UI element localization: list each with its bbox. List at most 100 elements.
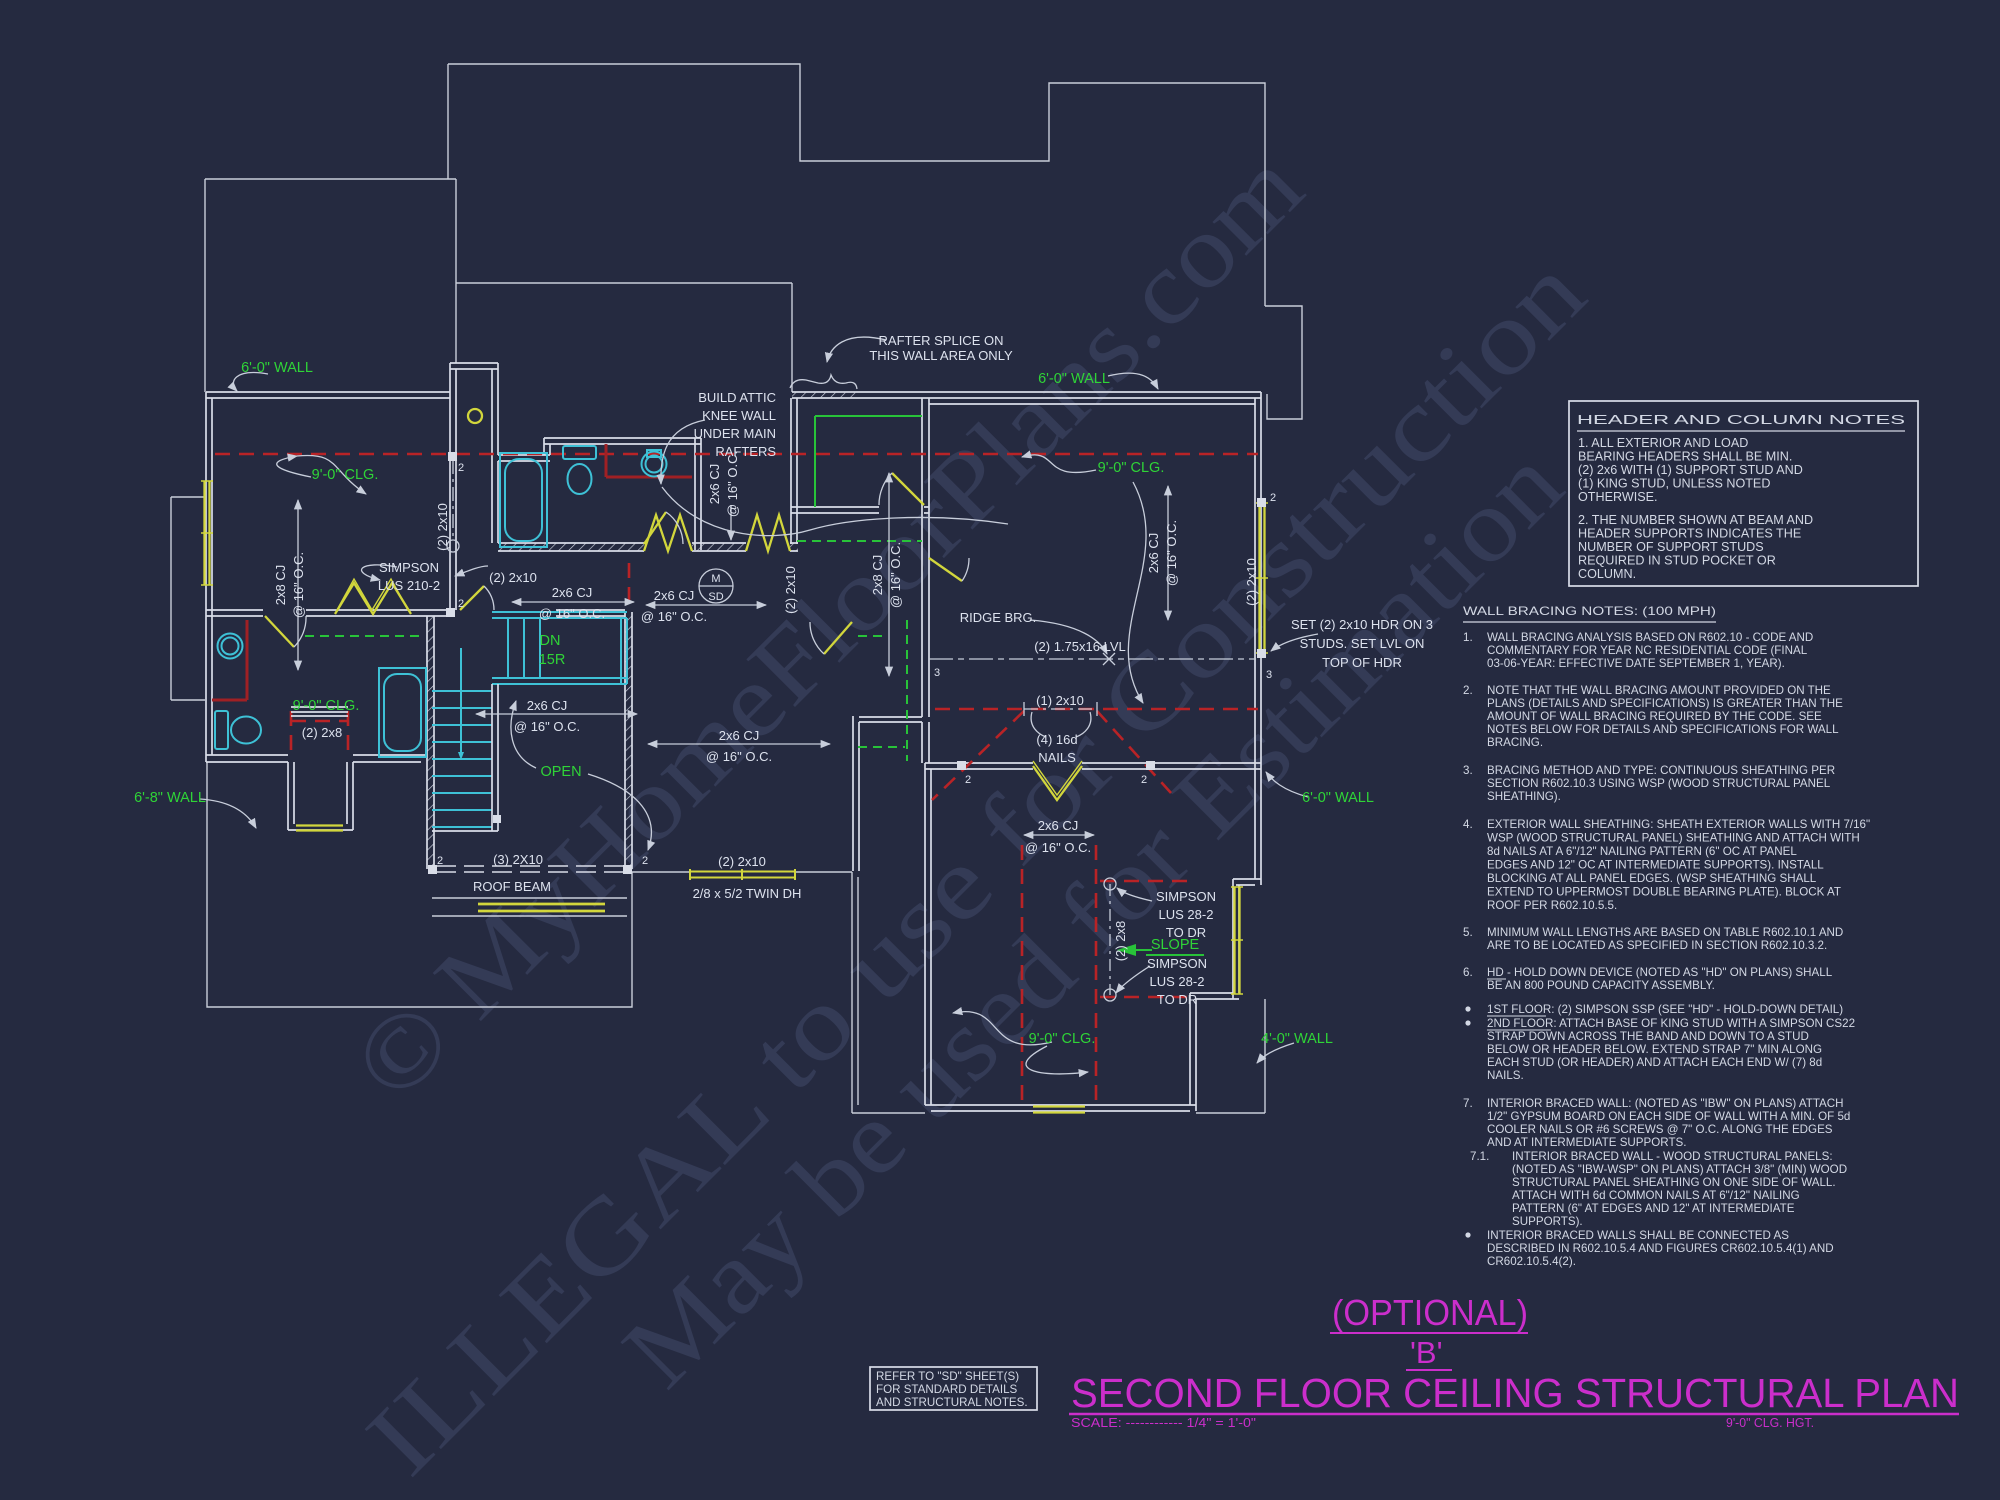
svg-text:1. ALL EXTERIOR AND LOAD: 1. ALL EXTERIOR AND LOAD xyxy=(1578,436,1748,450)
svg-text:3.: 3. xyxy=(1463,764,1473,777)
svg-text:1.: 1. xyxy=(1463,631,1473,644)
svg-text:@ 16" O.C.: @ 16" O.C. xyxy=(888,542,903,608)
svg-text:SIMPSON: SIMPSON xyxy=(1156,889,1216,904)
svg-text:8d NAILS AT A 6"/12" NAILING P: 8d NAILS AT A 6"/12" NAILING PATTERN (6"… xyxy=(1487,845,1797,858)
svg-text:TOP OF HDR: TOP OF HDR xyxy=(1322,655,1402,670)
svg-text:2: 2 xyxy=(1270,492,1276,504)
svg-text:COOLER NAILS OR #6 SCREWS @ 7": COOLER NAILS OR #6 SCREWS @ 7" O.C. ALON… xyxy=(1487,1123,1833,1136)
svg-text:TO DR: TO DR xyxy=(1166,925,1206,940)
svg-text:@ 16" O.C.: @ 16" O.C. xyxy=(514,719,580,734)
svg-text:SIMPSON: SIMPSON xyxy=(379,560,439,575)
svg-text:SET (2) 2x10 HDR ON 3: SET (2) 2x10 HDR ON 3 xyxy=(1291,617,1433,632)
svg-text:SD: SD xyxy=(708,591,723,603)
svg-text:KNEE WALL: KNEE WALL xyxy=(702,408,776,423)
svg-text:(4) 16d: (4) 16d xyxy=(1036,732,1077,747)
svg-text:UNDER MAIN: UNDER MAIN xyxy=(694,426,776,441)
svg-text:PLANS (DETAILS AND SPECIFICATI: PLANS (DETAILS AND SPECIFICATIONS) IS GR… xyxy=(1487,697,1843,710)
svg-text:RIDGE BRG.: RIDGE BRG. xyxy=(960,610,1037,625)
svg-text:HEADER SUPPORTS INDICATES THE: HEADER SUPPORTS INDICATES THE xyxy=(1578,527,1801,541)
svg-text:(1) 2x10: (1) 2x10 xyxy=(1036,693,1084,708)
svg-text:REFER TO "SD" SHEET(S): REFER TO "SD" SHEET(S) xyxy=(876,1370,1019,1383)
svg-text:NAILS.: NAILS. xyxy=(1487,1069,1524,1082)
svg-text:M: M xyxy=(711,573,720,585)
svg-text:(2) 2x8: (2) 2x8 xyxy=(302,725,342,740)
svg-text:6'-0" WALL: 6'-0" WALL xyxy=(1302,790,1374,806)
svg-text:LUS 28-2: LUS 28-2 xyxy=(1150,974,1205,989)
svg-text:(NOTED AS "IBW-WSP" ON PLANS): (NOTED AS "IBW-WSP" ON PLANS) ATTACH 3/8… xyxy=(1512,1163,1847,1176)
svg-text:EXTEND TO UPPERMOST DOUBLE BEA: EXTEND TO UPPERMOST DOUBLE BEARING PLATE… xyxy=(1487,886,1841,899)
svg-text:HD - HOLD DOWN DEVICE (NOTED A: HD - HOLD DOWN DEVICE (NOTED AS "HD" ON … xyxy=(1487,966,1833,979)
svg-text:LUS 28-2: LUS 28-2 xyxy=(1159,907,1214,922)
svg-text:2: 2 xyxy=(458,598,464,610)
svg-text:FOR STANDARD DETAILS: FOR STANDARD DETAILS xyxy=(876,1383,1018,1396)
svg-text:2. THE NUMBER SHOWN AT BEAM AN: 2. THE NUMBER SHOWN AT BEAM AND xyxy=(1578,513,1813,527)
svg-text:9'-0" CLG. HGT.: 9'-0" CLG. HGT. xyxy=(1726,1415,1814,1430)
svg-text:@ 16" O.C.: @ 16" O.C. xyxy=(1025,840,1091,855)
svg-text:COLUMN.: COLUMN. xyxy=(1578,567,1636,581)
svg-text:AND AT INTERMEDIATE SUPPORTS.: AND AT INTERMEDIATE SUPPORTS. xyxy=(1487,1136,1687,1149)
svg-text:(3) 2X10: (3) 2X10 xyxy=(493,852,543,867)
svg-text:REQUIRED IN STUD POCKET OR: REQUIRED IN STUD POCKET OR xyxy=(1578,554,1776,568)
svg-text:INTERIOR BRACED WALL: (NOTED A: INTERIOR BRACED WALL: (NOTED AS "IBW" ON… xyxy=(1487,1097,1844,1110)
svg-text:THIS WALL AREA ONLY: THIS WALL AREA ONLY xyxy=(869,348,1013,363)
svg-text:2x8 CJ: 2x8 CJ xyxy=(870,555,885,595)
svg-text:BRACING METHOD AND TYPE: CONTI: BRACING METHOD AND TYPE: CONTINUOUS SHEA… xyxy=(1487,764,1835,777)
svg-text:PATTERN (6" AT EDGES AND 12" A: PATTERN (6" AT EDGES AND 12" AT INTERMED… xyxy=(1512,1202,1795,1215)
svg-text:(1) KING STUD, UNLESS NOTED: (1) KING STUD, UNLESS NOTED xyxy=(1578,477,1770,491)
svg-text:7.1.: 7.1. xyxy=(1470,1150,1489,1163)
svg-text:BUILD ATTIC: BUILD ATTIC xyxy=(698,390,776,405)
svg-text:OPEN: OPEN xyxy=(540,764,581,780)
svg-text:1ST FLOOR: (2) SIMPSON SSP (SE: 1ST FLOOR: (2) SIMPSON SSP (SEE "HD" - H… xyxy=(1487,1003,1843,1016)
svg-text:2/8 x 5/2 TWIN DH: 2/8 x 5/2 TWIN DH xyxy=(693,886,802,901)
svg-text:2: 2 xyxy=(965,774,971,786)
svg-text:ARE TO BE LOCATED AS SPECIFIED: ARE TO BE LOCATED AS SPECIFIED IN SECTIO… xyxy=(1487,939,1827,952)
svg-text:2ND FLOOR: ATTACH BASE OF KING: 2ND FLOOR: ATTACH BASE OF KING STUD WITH… xyxy=(1487,1017,1855,1030)
svg-text:@ 16" O.C.: @ 16" O.C. xyxy=(539,606,605,621)
svg-text:SUPPORTS).: SUPPORTS). xyxy=(1512,1215,1583,1228)
svg-text:INTERIOR BRACED WALL - WOOD ST: INTERIOR BRACED WALL - WOOD STRUCTURAL P… xyxy=(1512,1150,1833,1163)
svg-text:@ 16" O.C.: @ 16" O.C. xyxy=(641,609,707,624)
svg-text:7.: 7. xyxy=(1463,1097,1473,1110)
svg-text:SECTION R602.10.3 USING WSP (W: SECTION R602.10.3 USING WSP (WOOD STRUCT… xyxy=(1487,777,1831,790)
svg-text:EACH STUD (OR HEADER) AND ATTA: EACH STUD (OR HEADER) AND ATTACH EACH EN… xyxy=(1487,1056,1822,1069)
svg-text:3: 3 xyxy=(934,667,940,679)
svg-text:2x6 CJ: 2x6 CJ xyxy=(552,585,592,600)
svg-text:(2) 2x10: (2) 2x10 xyxy=(783,566,798,614)
svg-text:9'-0" CLG.: 9'-0" CLG. xyxy=(312,467,379,483)
svg-text:LUS 210-2: LUS 210-2 xyxy=(378,578,440,593)
svg-text:WALL BRACING NOTES: (100 MPH): WALL BRACING NOTES: (100 MPH) xyxy=(1463,605,1716,618)
svg-text:SHEATHING).: SHEATHING). xyxy=(1487,790,1561,803)
svg-text:@ 16" O.C.: @ 16" O.C. xyxy=(706,749,772,764)
svg-text:HEADER AND COLUMN NOTES: HEADER AND COLUMN NOTES xyxy=(1577,413,1905,427)
svg-text:WSP (WOOD STRUCTURAL PANEL) SH: WSP (WOOD STRUCTURAL PANEL) SHEATHING AN… xyxy=(1487,832,1860,845)
svg-text:2x6 CJ: 2x6 CJ xyxy=(1038,818,1078,833)
svg-text:2x6 CJ: 2x6 CJ xyxy=(719,728,759,743)
svg-text:2: 2 xyxy=(642,855,648,867)
svg-text:EXTERIOR WALL SHEATHING: SHEAT: EXTERIOR WALL SHEATHING: SHEATH EXTERIOR… xyxy=(1487,818,1870,831)
svg-text:BEARING HEADERS SHALL BE MIN.: BEARING HEADERS SHALL BE MIN. xyxy=(1578,450,1792,464)
svg-text:ATTACH WITH 6d COMMON NAILS AT: ATTACH WITH 6d COMMON NAILS AT 6"/12" NA… xyxy=(1512,1189,1800,1202)
svg-text:6'-8" WALL: 6'-8" WALL xyxy=(134,790,206,806)
svg-text:(2) 2x10: (2) 2x10 xyxy=(435,503,450,551)
svg-text:2x6 CJ: 2x6 CJ xyxy=(654,588,694,603)
svg-text:(OPTIONAL): (OPTIONAL) xyxy=(1332,1292,1528,1333)
svg-text:03-06-YEAR: EFFECTIVE DATE SEP: 03-06-YEAR: EFFECTIVE DATE SEPTEMBER 1, … xyxy=(1487,657,1785,670)
svg-text:STUDS. SET LVL ON: STUDS. SET LVL ON xyxy=(1300,636,1425,651)
svg-text:5.: 5. xyxy=(1463,926,1473,939)
svg-text:6'-0" WALL: 6'-0" WALL xyxy=(241,360,313,376)
svg-text:2: 2 xyxy=(437,855,443,867)
svg-text:WALL BRACING ANALYSIS BASED ON: WALL BRACING ANALYSIS BASED ON R602.10 -… xyxy=(1487,631,1813,644)
svg-text:@ 16" O.C.: @ 16" O.C. xyxy=(725,451,740,517)
svg-text:6.: 6. xyxy=(1463,966,1473,979)
svg-text:NAILS: NAILS xyxy=(1038,750,1076,765)
svg-text:(2) 2x10: (2) 2x10 xyxy=(1244,558,1259,606)
svg-text:3: 3 xyxy=(1266,669,1272,681)
svg-text:(2) 2x10: (2) 2x10 xyxy=(718,854,766,869)
svg-text:CR602.10.5.4(2).: CR602.10.5.4(2). xyxy=(1487,1255,1576,1268)
svg-text:STRUCTURAL PANEL SHEATHING ON: STRUCTURAL PANEL SHEATHING ON ONE SIDE O… xyxy=(1512,1176,1836,1189)
svg-text:@ 16" O.C.: @ 16" O.C. xyxy=(1164,520,1179,586)
svg-text:SCALE: ------------ 1/4" = 1'-: SCALE: ------------ 1/4" = 1'-0" xyxy=(1071,1415,1256,1430)
svg-text:SIMPSON: SIMPSON xyxy=(1147,956,1207,971)
svg-text:ROOF PER R602.10.5.5.: ROOF PER R602.10.5.5. xyxy=(1487,899,1617,912)
svg-text:AND STRUCTURAL NOTES.: AND STRUCTURAL NOTES. xyxy=(876,1396,1028,1409)
